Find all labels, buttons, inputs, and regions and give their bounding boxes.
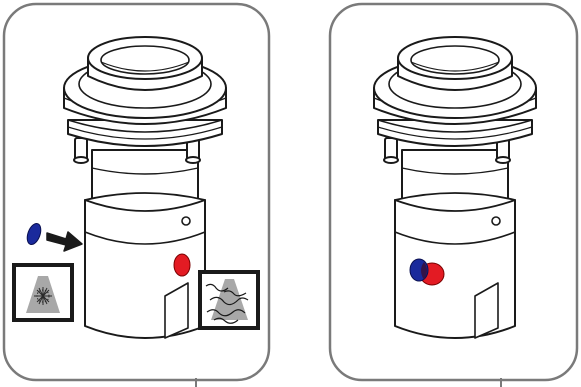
blue-dot-icon [26, 222, 42, 246]
red-dot-icon [173, 253, 191, 277]
dispersed-particle-cone-icon [12, 263, 74, 322]
arrow-right-icon [46, 231, 83, 252]
dot-overlap [421, 262, 427, 280]
panel-before [2, 2, 271, 387]
panel-after [328, 2, 579, 387]
hair-particles-cone-icon [198, 270, 260, 330]
